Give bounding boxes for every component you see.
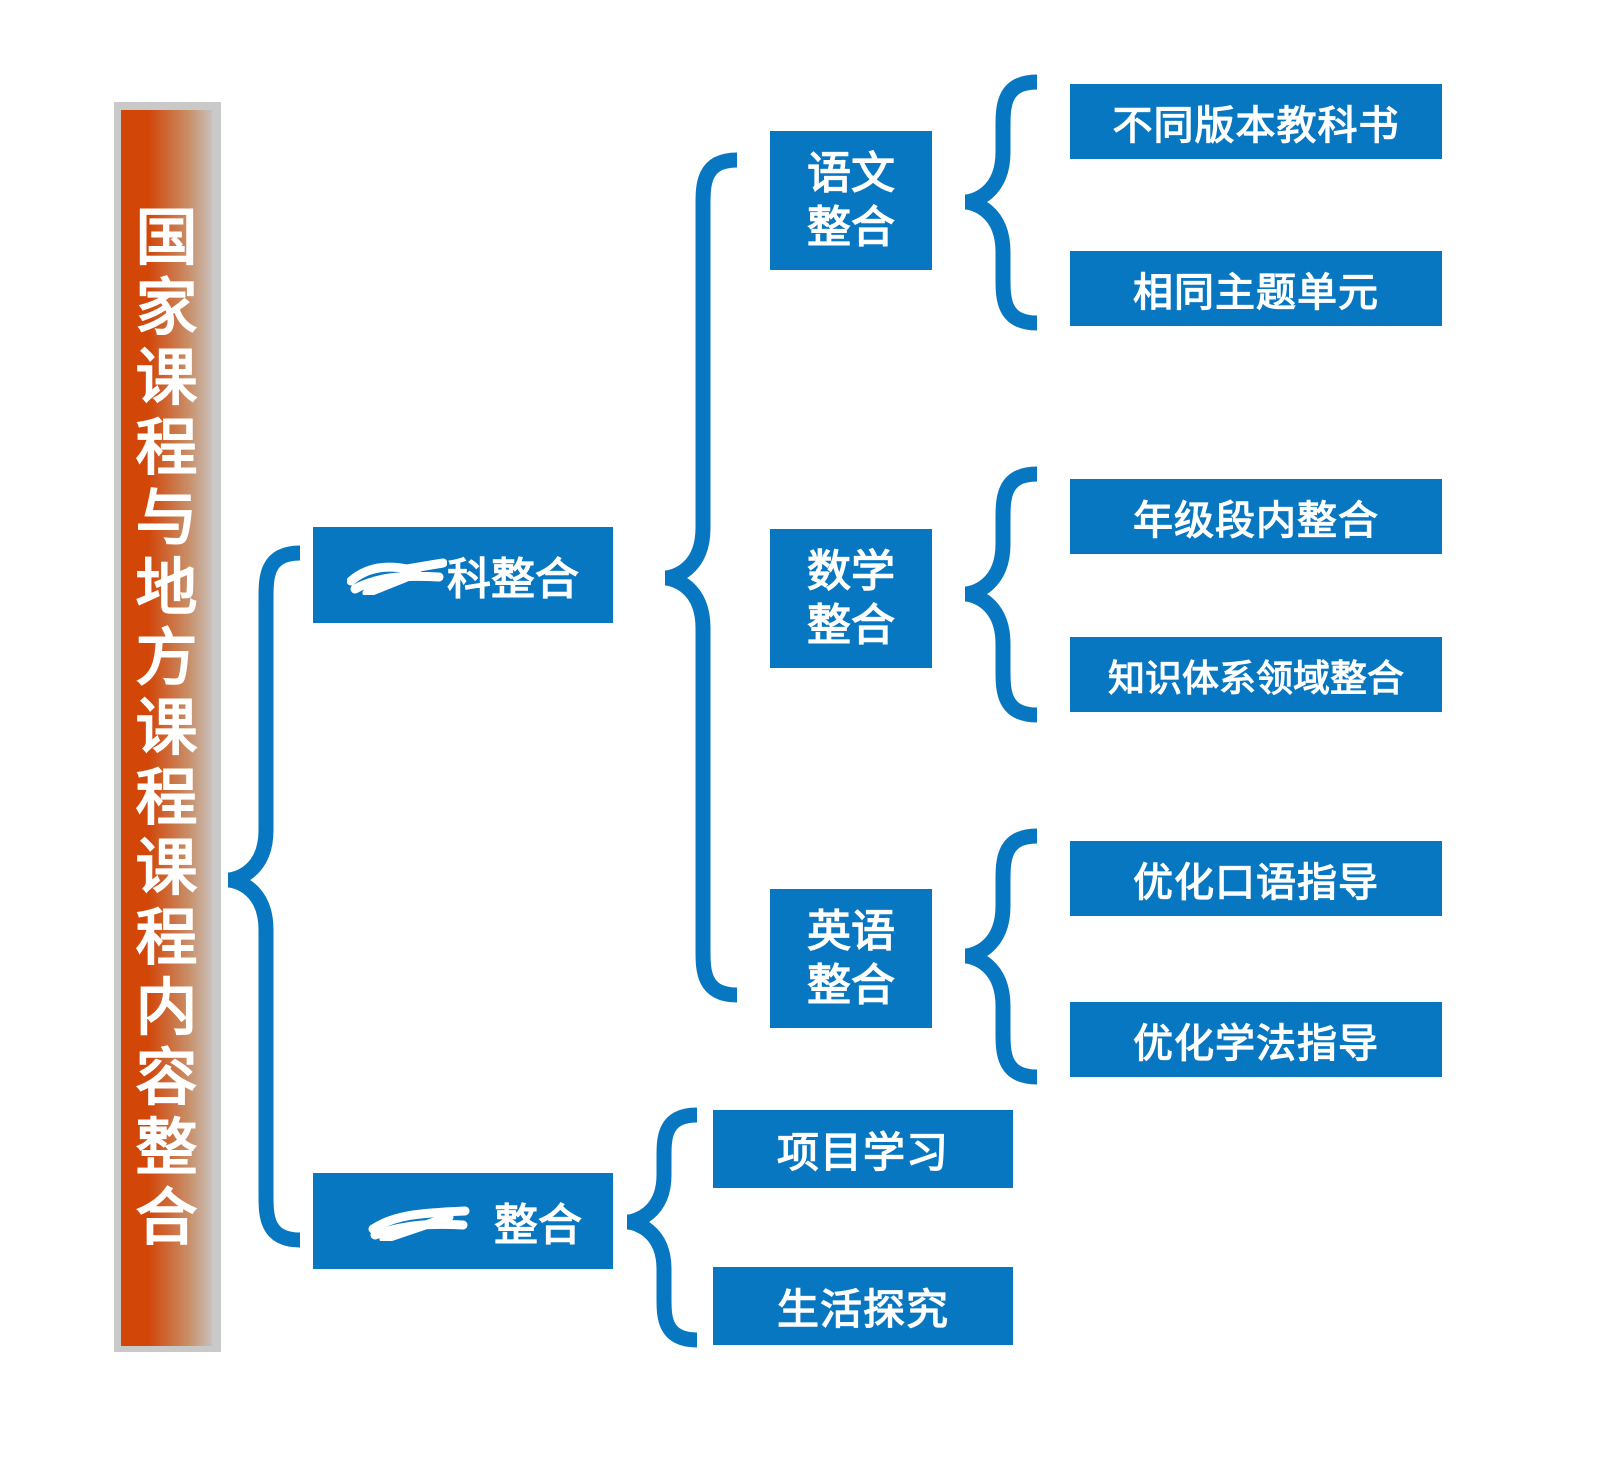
- obscured-text-scribble: [347, 558, 447, 595]
- obscured-text-scribble: [368, 1206, 470, 1241]
- english-brace: [964, 828, 1038, 1085]
- english-integration-box: 英语整合: [770, 889, 932, 1028]
- chinese-brace: [964, 74, 1038, 331]
- title-text: 国家课程与地方课程课程内容整合: [135, 201, 198, 1254]
- math-brace: [964, 466, 1038, 723]
- cross-subject-brace: [626, 1107, 698, 1348]
- label-line: 整合: [807, 201, 895, 253]
- leaf-item: 项目学习: [713, 1110, 1013, 1188]
- leaf-item: 优化口语指导: [1070, 841, 1442, 916]
- leaf-item: 生活探究: [713, 1267, 1013, 1345]
- label-line: 语文: [807, 147, 895, 199]
- branch-label: 整合: [494, 1200, 582, 1251]
- leaf-item: 知识体系领域整合: [1070, 637, 1442, 712]
- leaf-item: 优化学法指导: [1070, 1002, 1442, 1077]
- label-line: 数学: [807, 545, 895, 597]
- root-brace: [227, 545, 301, 1248]
- label-line: 英语: [807, 905, 895, 957]
- label-line: 整合: [807, 959, 895, 1011]
- branch-label: 科整合: [447, 554, 579, 605]
- branch-subject-integration: 科整合: [313, 527, 613, 623]
- label-line: 整合: [807, 599, 895, 651]
- chinese-integration-box: 语文整合: [770, 131, 932, 270]
- leaf-item: 相同主题单元: [1070, 251, 1442, 326]
- subject-brace: [664, 152, 738, 1003]
- title-bar: 国家课程与地方课程课程内容整合: [121, 110, 212, 1346]
- leaf-item: 年级段内整合: [1070, 479, 1442, 554]
- math-integration-box: 数学整合: [770, 529, 932, 668]
- leaf-item: 不同版本教科书: [1070, 84, 1442, 159]
- branch-cross-subject-integration: 整合: [313, 1173, 613, 1269]
